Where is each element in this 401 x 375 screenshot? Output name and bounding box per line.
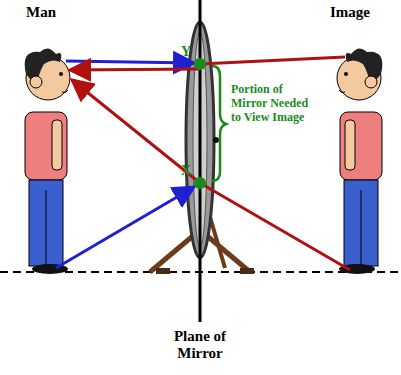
image-figure — [337, 48, 382, 274]
point-y — [194, 58, 206, 70]
man-figure — [25, 48, 70, 274]
point-label: X — [178, 163, 194, 179]
mirror-plane-line — [199, 0, 202, 322]
plane-label: Plane of Mirror — [150, 328, 250, 363]
portion-label: Portion of Mirror Needed to View Image — [229, 82, 313, 125]
man-label: Man — [26, 4, 86, 21]
point-x — [194, 177, 206, 189]
light-rays — [56, 57, 350, 270]
image-label: Image — [330, 4, 396, 21]
point-label: Y — [178, 44, 194, 60]
portion-bracket — [212, 66, 226, 181]
